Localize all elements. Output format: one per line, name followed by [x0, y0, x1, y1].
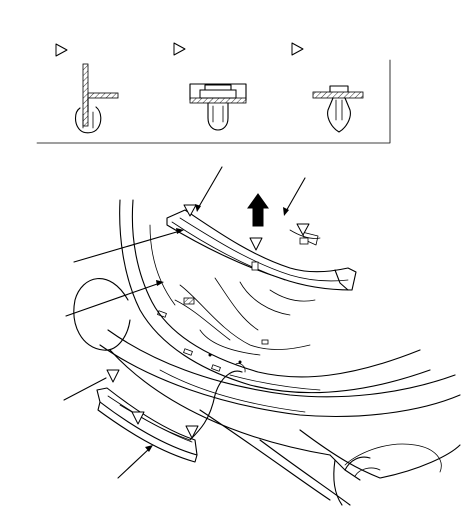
- detail-frame-border: [36, 59, 391, 144]
- inner-panel: [157, 277, 316, 372]
- triangle-marker-icon: [183, 204, 197, 217]
- wheel-arch: [73, 278, 131, 351]
- upper-trim-panel: [166, 209, 357, 291]
- triangle-marker-icon: [173, 42, 186, 56]
- triangle-marker-icon: [106, 369, 120, 383]
- lower-trim-panel: [96, 363, 246, 463]
- flush-clip-icon: [74, 63, 119, 134]
- leader-lines: [63, 166, 306, 479]
- triangle-marker-icon: [185, 425, 199, 439]
- triangle-marker-icon: [131, 411, 145, 425]
- push-clip-icon: [312, 85, 364, 133]
- vehicle-body-illustration: [73, 193, 461, 506]
- trim-clip-icon: [189, 83, 247, 131]
- triangle-marker-icon: [291, 42, 304, 56]
- triangle-marker-icon: [296, 223, 310, 236]
- clip-detail-panel: [36, 42, 391, 144]
- triangle-marker-icon: [55, 43, 68, 57]
- triangle-marker-icon: [249, 237, 263, 251]
- up-arrow-icon: [247, 193, 269, 227]
